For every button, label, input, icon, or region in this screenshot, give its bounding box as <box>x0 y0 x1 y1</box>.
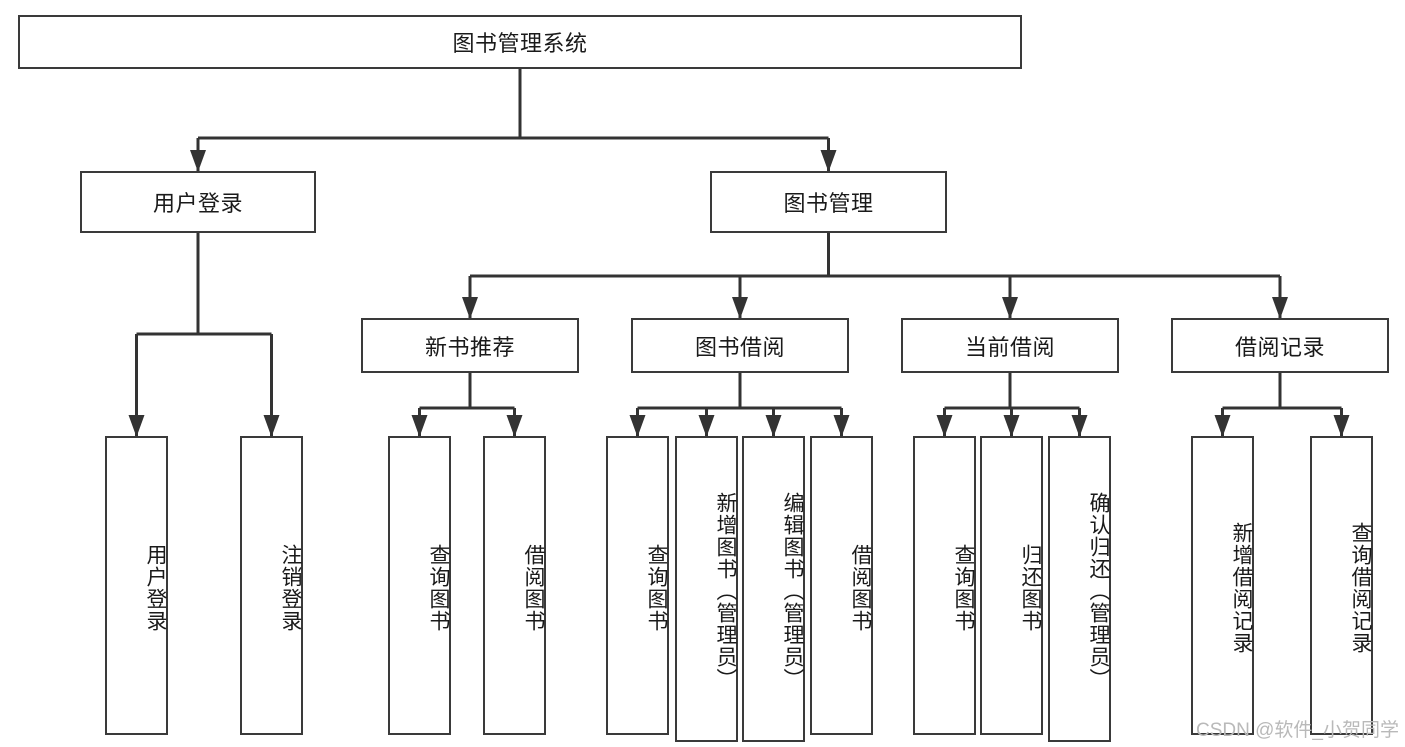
node-label: 查询借阅记录 <box>1349 521 1372 654</box>
arrow-head <box>1002 297 1018 319</box>
node-book-borrow[interactable]: 图书借阅 <box>631 318 849 373</box>
arrow-head <box>1272 297 1288 319</box>
leaf-leaf-confirm-return[interactable]: 确认归还（管理员） <box>1048 436 1111 742</box>
node-borrow-record[interactable]: 借阅记录 <box>1171 318 1389 373</box>
node-root[interactable]: 图书管理系统 <box>18 15 1022 69</box>
node-label: 新增图书（管理员） <box>714 492 737 690</box>
node-label: 查询图书 <box>952 543 975 632</box>
node-label: 图书管理 <box>783 191 874 216</box>
node-label: 用户登录 <box>152 191 243 216</box>
arrow-head <box>462 297 478 319</box>
arrow-head <box>1071 415 1088 437</box>
arrow-head <box>190 150 206 172</box>
csdn-watermark: CSDN @软件_小贺同学 <box>1196 720 1399 741</box>
leaf-leaf-add-record[interactable]: 新增借阅记录 <box>1191 436 1254 735</box>
arrow-head <box>411 415 428 437</box>
leaf-leaf-query-record[interactable]: 查询借阅记录 <box>1310 436 1373 735</box>
arrow-head <box>128 415 145 437</box>
arrow-head <box>1003 415 1020 437</box>
node-label: 用户登录 <box>144 543 167 632</box>
arrow-head <box>506 415 523 437</box>
node-label: 借阅图书 <box>522 543 545 632</box>
arrow-head <box>732 297 748 319</box>
arrow-head <box>820 150 837 172</box>
node-label: 新书推荐 <box>424 334 515 360</box>
node-label: 编辑图书（管理员） <box>781 492 804 690</box>
node-label: 注销登录 <box>279 543 302 632</box>
node-new-book-rec[interactable]: 新书推荐 <box>361 318 579 373</box>
arrow-head <box>1214 415 1231 437</box>
leaf-leaf-borrow-book-1[interactable]: 借阅图书 <box>483 436 546 735</box>
leaf-leaf-borrow-book-2[interactable]: 借阅图书 <box>810 436 873 735</box>
arrow-head <box>263 415 280 437</box>
leaf-leaf-add-book[interactable]: 新增图书（管理员） <box>675 436 738 742</box>
leaf-leaf-query-book-3[interactable]: 查询图书 <box>913 436 976 735</box>
node-label: 借阅记录 <box>1234 334 1325 360</box>
arrow-head <box>698 415 715 437</box>
arrow-head <box>1333 415 1350 437</box>
node-label: 新增借阅记录 <box>1230 521 1253 654</box>
node-label: 确认归还（管理员） <box>1087 492 1110 690</box>
arrow-head <box>936 415 953 437</box>
leaf-leaf-query-book-2[interactable]: 查询图书 <box>606 436 669 735</box>
leaf-leaf-edit-book[interactable]: 编辑图书（管理员） <box>742 436 805 742</box>
node-label: 图书管理系统 <box>452 31 588 56</box>
leaf-leaf-return-book[interactable]: 归还图书 <box>980 436 1043 735</box>
node-label: 归还图书 <box>1019 543 1042 632</box>
arrow-head <box>833 415 850 437</box>
node-label: 查询图书 <box>427 543 450 632</box>
arrow-head <box>765 415 782 437</box>
node-book-manage[interactable]: 图书管理 <box>710 171 947 233</box>
arrow-head <box>629 415 646 437</box>
leaf-leaf-user-login[interactable]: 用户登录 <box>105 436 168 735</box>
leaf-leaf-query-book-1[interactable]: 查询图书 <box>388 436 451 735</box>
node-label: 图书借阅 <box>694 334 785 360</box>
node-label: 借阅图书 <box>849 543 872 632</box>
leaf-leaf-logout[interactable]: 注销登录 <box>240 436 303 735</box>
node-current-borrow[interactable]: 当前借阅 <box>901 318 1119 373</box>
node-user-login[interactable]: 用户登录 <box>80 171 316 233</box>
node-label: 查询图书 <box>645 543 668 632</box>
node-label: 当前借阅 <box>964 334 1055 360</box>
